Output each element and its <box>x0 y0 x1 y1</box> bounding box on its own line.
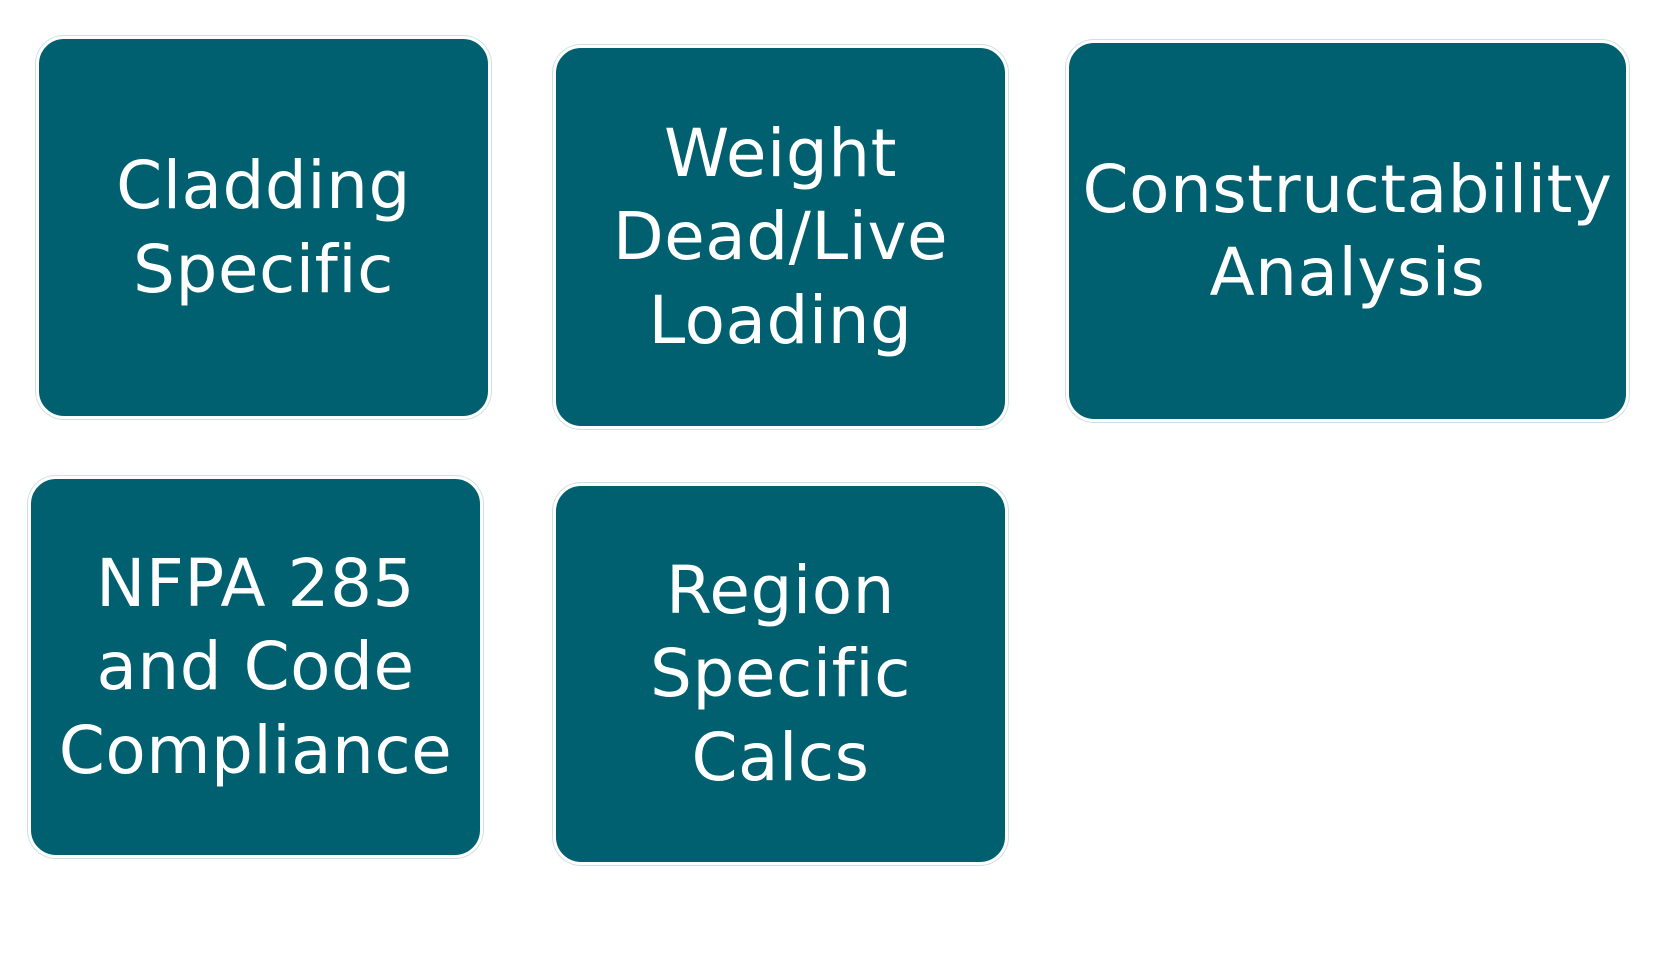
tile-label-line: Analysis <box>1209 234 1486 311</box>
tile-nfpa-code-compliance: NFPA 285 and Code Compliance <box>28 476 483 858</box>
tile-label: Region Specific Calcs <box>650 549 911 798</box>
tile-label-line: Specific <box>133 230 394 308</box>
tile-region-specific-calcs: Region Specific Calcs <box>553 483 1008 865</box>
tile-label: Constructability Analysis <box>1083 148 1613 314</box>
tile-weight-loading: Weight Dead/Live Loading <box>553 45 1008 429</box>
tile-label-line: Specific <box>650 635 911 713</box>
tile-label: NFPA 285 and Code Compliance <box>59 542 453 791</box>
tile-label-line: Dead/Live <box>612 198 949 276</box>
tile-label-line: Region <box>666 552 895 630</box>
tile-cladding-specific: Cladding Specific <box>36 36 491 419</box>
tile-label-line: Compliance <box>58 711 453 789</box>
tile-label-line: Calcs <box>691 718 870 796</box>
tile-label-line: Constructability <box>1082 150 1613 228</box>
tile-label-line: Weight <box>664 115 897 193</box>
tile-label: Cladding Specific <box>116 144 411 310</box>
tile-label-line: Loading <box>648 281 913 359</box>
tile-label-line: NFPA 285 <box>95 545 415 623</box>
tile-label-line: and Code <box>96 628 415 706</box>
tile-label: Weight Dead/Live Loading <box>613 112 948 361</box>
tile-constructability-analysis: Constructability Analysis <box>1066 40 1629 422</box>
tile-label-line: Cladding <box>116 147 411 225</box>
